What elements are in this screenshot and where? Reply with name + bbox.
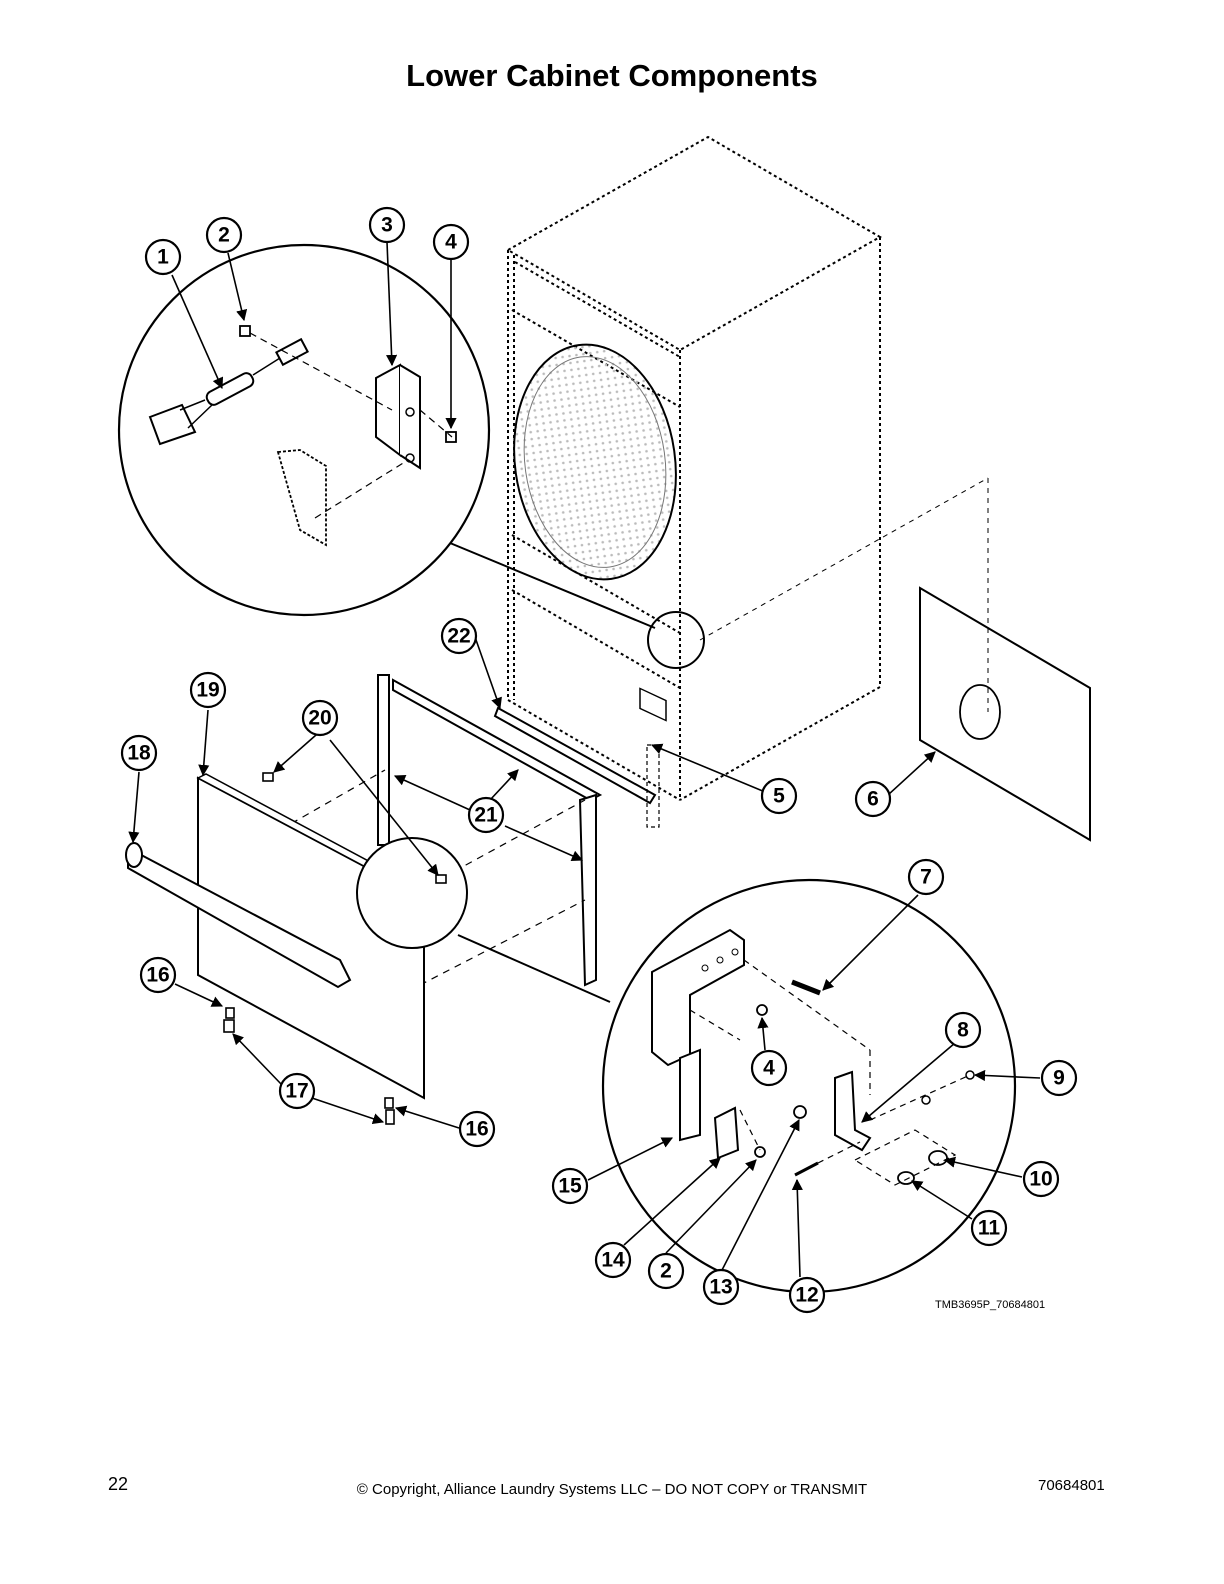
- svg-text:4: 4: [763, 1057, 775, 1080]
- callout-1: 1: [144, 238, 182, 276]
- detail-marker-upper: [647, 611, 705, 669]
- callout-20: 20: [301, 699, 339, 737]
- svg-text:16: 16: [465, 1118, 488, 1141]
- svg-text:19: 19: [196, 679, 219, 702]
- svg-text:2: 2: [218, 224, 230, 247]
- callout-5: 5: [760, 777, 798, 815]
- detail-marker-panel: [356, 837, 468, 949]
- svg-text:3: 3: [381, 214, 393, 237]
- callout-12: 12: [788, 1276, 826, 1314]
- svg-text:13: 13: [709, 1276, 732, 1299]
- callout-11: 11: [970, 1209, 1008, 1247]
- svg-text:21: 21: [474, 804, 498, 827]
- callout-22: 22: [440, 617, 478, 655]
- svg-text:22: 22: [447, 625, 470, 648]
- svg-text:8: 8: [957, 1019, 969, 1042]
- callout-16: 16: [139, 956, 177, 994]
- upper-detail-view: [117, 243, 491, 617]
- drawing-id: TMB3695P_70684801: [935, 1299, 1045, 1311]
- svg-text:9: 9: [1053, 1067, 1065, 1090]
- leader-line: [457, 934, 611, 1003]
- svg-text:7: 7: [920, 866, 932, 889]
- callout-18: 18: [120, 734, 158, 772]
- callout-13: 13: [702, 1268, 740, 1306]
- callout-15: 15: [551, 1167, 589, 1205]
- callout-9: 9: [1040, 1059, 1078, 1097]
- page-title: Lower Cabinet Components: [406, 58, 818, 93]
- bottom-rail: [493, 706, 660, 828]
- callout-16-lower: 16: [458, 1110, 496, 1148]
- svg-text:12: 12: [795, 1284, 818, 1307]
- callout-7: 7: [907, 858, 945, 896]
- document-number: 70684801: [1038, 1477, 1105, 1494]
- callout-2-lower: 2: [647, 1252, 685, 1290]
- lower-detail-view: [601, 878, 1017, 1294]
- callout-6: 6: [854, 780, 892, 818]
- callout-4-lower: 4: [750, 1049, 788, 1087]
- callout-2: 2: [205, 216, 243, 254]
- callout-19: 19: [189, 671, 227, 709]
- svg-text:4: 4: [445, 231, 457, 254]
- callout-4: 4: [432, 223, 470, 261]
- callout-17: 17: [278, 1072, 316, 1110]
- callout-21: 21: [467, 796, 505, 834]
- copyright-notice: © Copyright, Alliance Laundry Systems LL…: [356, 1481, 868, 1498]
- dryer-drum: [513, 343, 677, 722]
- callout-10: 10: [1022, 1160, 1060, 1198]
- svg-text:14: 14: [601, 1249, 625, 1272]
- callout-3: 3: [368, 206, 406, 244]
- dryer-cabinet: [505, 135, 883, 801]
- page-number: 22: [108, 1474, 129, 1494]
- svg-text:20: 20: [308, 707, 331, 730]
- svg-text:18: 18: [127, 742, 151, 765]
- svg-text:5: 5: [773, 785, 785, 808]
- svg-text:15: 15: [558, 1175, 582, 1198]
- svg-text:1: 1: [157, 246, 169, 269]
- panel-fasteners: [223, 772, 447, 1125]
- svg-text:6: 6: [867, 788, 879, 811]
- svg-text:2: 2: [660, 1260, 672, 1283]
- callout-14: 14: [594, 1241, 632, 1279]
- leader-lines: [128, 241, 1041, 1278]
- rear-panel: [699, 477, 1091, 842]
- svg-text:17: 17: [285, 1080, 308, 1103]
- callout-8: 8: [944, 1011, 982, 1049]
- svg-text:11: 11: [978, 1217, 1001, 1240]
- leader-line: [449, 542, 656, 629]
- svg-text:10: 10: [1029, 1168, 1052, 1191]
- svg-text:16: 16: [146, 964, 169, 987]
